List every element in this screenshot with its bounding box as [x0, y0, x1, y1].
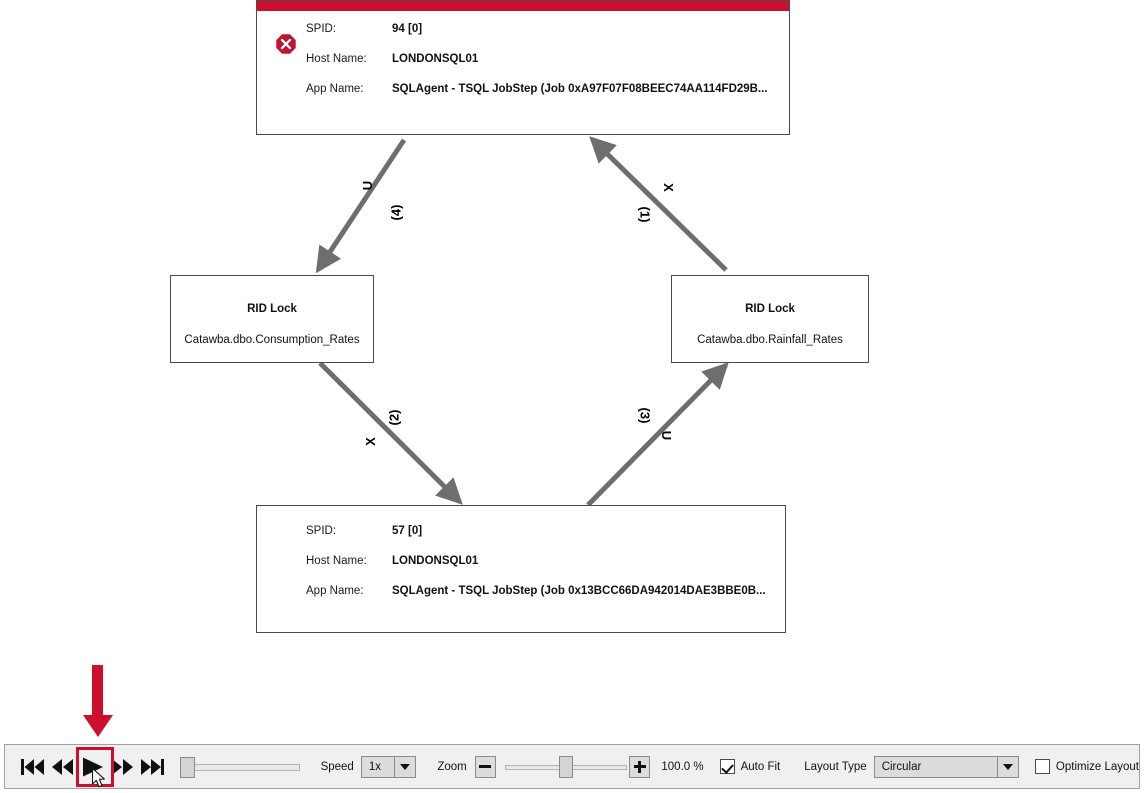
process-row: Host Name: LONDONSQL01 [257, 555, 785, 585]
edge-consumption-spid57 [318, 361, 463, 505]
chevron-down-icon[interactable] [394, 756, 416, 777]
annotation-arrow-icon [83, 665, 113, 737]
edge-label-mode-1: X [660, 183, 676, 192]
edge-spid57-rainfall [586, 362, 729, 507]
deadlock-graph-canvas[interactable]: U (4) X (2) U (3) X (1) SPID: 94 [0] Hos… [0, 0, 1144, 740]
skip-to-start-button[interactable] [18, 752, 48, 782]
chevron-down-icon[interactable] [996, 756, 1018, 777]
play-button[interactable] [78, 752, 108, 782]
resource-title: RID Lock [745, 303, 795, 315]
process-row: SPID: 94 [0] [257, 23, 789, 53]
skip-to-end-button[interactable] [138, 752, 168, 782]
layout-type-select[interactable]: Circular [873, 755, 1019, 778]
process-node-spid94[interactable]: SPID: 94 [0] Host Name: LONDONSQL01 App … [256, 0, 790, 135]
resource-node-consumption-rates[interactable]: RID Lock Catawba.dbo.Consumption_Rates [170, 275, 374, 363]
zoom-in-button[interactable] [629, 755, 651, 778]
playback-button-group [18, 752, 168, 782]
row-value: 57 [0] [392, 525, 423, 537]
speed-select[interactable]: 1x [360, 755, 417, 778]
resource-node-rainfall-rates[interactable]: RID Lock Catawba.dbo.Rainfall_Rates [671, 275, 869, 363]
resource-subtitle: Catawba.dbo.Consumption_Rates [184, 334, 360, 346]
edge-spid94-consumption [315, 138, 407, 274]
zoom-percent-value: 100.0 % [661, 760, 704, 773]
edge-label-order-1: (1) [637, 206, 653, 223]
zoom-thumb[interactable] [558, 755, 573, 778]
resource-subtitle: Catawba.dbo.Rainfall_Rates [697, 334, 843, 346]
row-value: LONDONSQL01 [392, 53, 479, 65]
playback-toolbar[interactable]: Speed 1x Zoom 100.0 % Auto Fit Layout Ty… [4, 744, 1140, 789]
zoom-slider[interactable] [504, 755, 627, 778]
edge-rainfall-spid94 [589, 136, 728, 272]
auto-fit-label: Auto Fit [740, 760, 781, 773]
edge-label-order-4: (4) [388, 204, 404, 221]
layout-type-value: Circular [881, 760, 922, 773]
edge-label-order-2: (2) [386, 409, 402, 426]
timeline-slider[interactable] [180, 756, 300, 778]
speed-label: Speed [320, 760, 354, 773]
optimize-layout-label: Optimize Layout [1055, 760, 1140, 773]
optimize-layout-checkbox[interactable] [1034, 759, 1050, 774]
row-label: Host Name: [306, 555, 367, 567]
process-row: App Name: SQLAgent - TSQL JobStep (Job 0… [257, 585, 785, 615]
minus-icon [479, 765, 492, 768]
edge-label-mode-4: U [360, 180, 376, 191]
edge-label-mode-2: X [362, 437, 378, 446]
process-row: SPID: 57 [0] [257, 525, 785, 555]
auto-fit-checkbox[interactable] [719, 759, 735, 774]
layout-type-label: Layout Type [804, 760, 867, 773]
timeline-thumb[interactable] [180, 756, 195, 778]
error-octagon-icon [275, 33, 297, 55]
victim-header-bar [257, 1, 789, 11]
speed-value: 1x [368, 760, 381, 773]
zoom-label: Zoom [437, 760, 467, 773]
zoom-out-button[interactable] [474, 755, 496, 778]
mouse-cursor-icon [92, 768, 105, 788]
row-label: SPID: [306, 525, 337, 537]
row-label: App Name: [306, 585, 364, 597]
step-forward-button[interactable] [108, 752, 138, 782]
row-value: LONDONSQL01 [392, 555, 479, 567]
timeline-track [192, 763, 300, 771]
step-backward-button[interactable] [48, 752, 78, 782]
process-row: App Name: SQLAgent - TSQL JobStep (Job 0… [257, 83, 789, 113]
row-label: Host Name: [306, 53, 367, 65]
plus-icon [633, 760, 646, 773]
row-value: 94 [0] [392, 23, 423, 35]
process-row: Host Name: LONDONSQL01 [257, 53, 789, 83]
row-value: SQLAgent - TSQL JobStep (Job 0x13BCC66DA… [392, 585, 766, 597]
resource-title: RID Lock [247, 303, 297, 315]
edge-label-order-3: (3) [637, 407, 653, 424]
row-value: SQLAgent - TSQL JobStep (Job 0xA97F07F08… [392, 83, 768, 95]
edge-layer [315, 136, 729, 507]
row-label: SPID: [306, 23, 337, 35]
row-label: App Name: [306, 83, 364, 95]
edge-label-mode-3: U [659, 430, 675, 441]
process-node-spid57[interactable]: SPID: 57 [0] Host Name: LONDONSQL01 App … [256, 505, 786, 633]
